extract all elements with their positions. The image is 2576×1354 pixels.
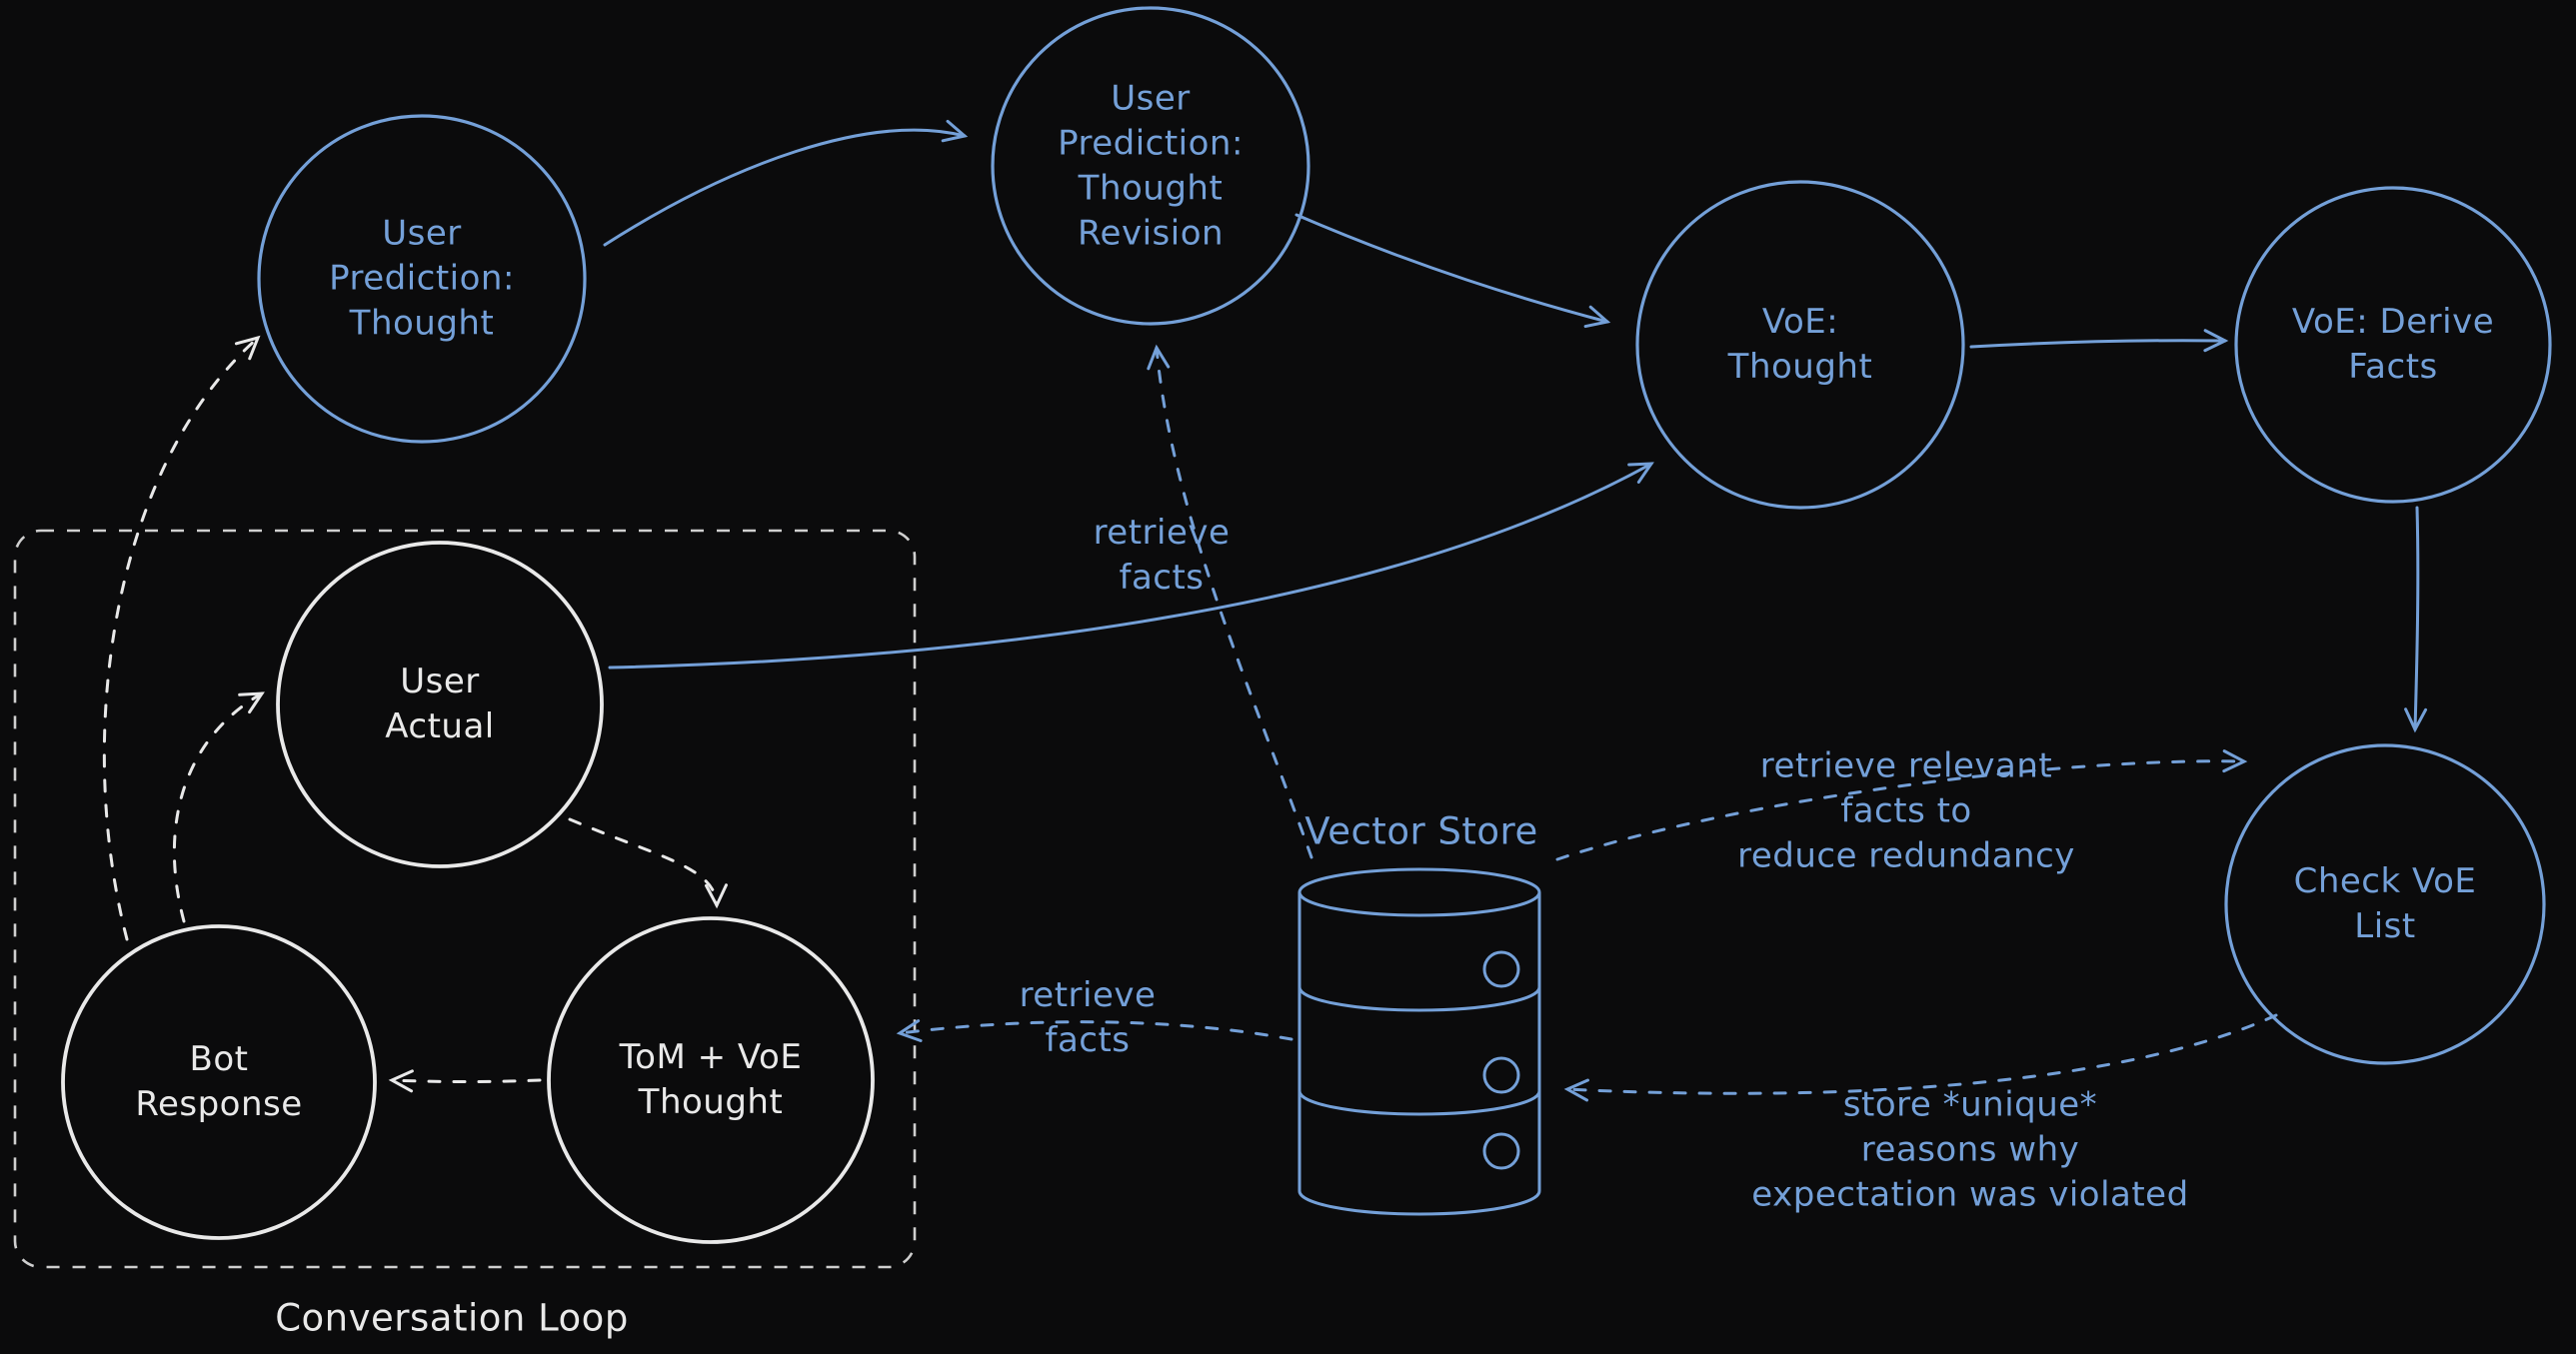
circle-voe-thought [1635,180,1965,510]
label-user-prediction-thought-revision: User Prediction: Thought Revision [1058,76,1244,256]
label-line: retrieve [1093,513,1231,554]
label-line: User [1111,78,1191,119]
arrow-user-actual-to-voe-thought [608,462,1654,670]
circle-user-prediction-thought [257,114,587,444]
circle-tom-voe-thought [547,916,875,1244]
circle-bot-response [61,924,377,1240]
label-line: Bot [189,1039,249,1080]
arrow-bot-response-to-user-actual [172,691,265,923]
label-line: reduce redundancy [1737,835,2075,876]
annotation-retrieve-facts-top: retrieve facts [1094,511,1231,601]
label-line: Thought [638,1082,784,1122]
arrow-vector-store-to-check-voe-list [1555,749,2248,861]
label-line: Actual [385,706,495,746]
label-bot-response: Bot Response [135,1037,302,1127]
label-line: expectation was violated [1751,1174,2189,1215]
annotation-retrieve-facts-left: retrieve facts [1020,973,1157,1063]
label-line: Facts [2348,347,2438,387]
label-line: ToM + VoE [619,1037,803,1078]
label-user-actual: User Actual [385,660,495,749]
label-line: retrieve [1019,975,1157,1016]
arrow-user-actual-to-tom-thought [568,817,728,909]
label-line: Thought [349,303,495,344]
label-line: VoE: Derive [2291,302,2495,343]
label-conversation-loop: Conversation Loop [275,1296,629,1340]
arrow-tom-thought-to-bot-response [388,1069,542,1093]
circle-user-actual [276,541,604,868]
label-line: Thought [1078,168,1224,208]
label-line: Prediction: [329,258,515,299]
label-line: store *unique* [1842,1084,2098,1125]
circle-user-prediction-thought-revision [991,6,1310,326]
arrow-voe-thought-to-derive-facts [1969,329,2229,353]
conversation-loop-box [13,529,917,1269]
label-line: retrieve relevant [1759,745,2053,786]
vector-store-database-icon [1297,867,1541,1216]
label-voe-thought: VoE: Thought [1728,300,1873,390]
label-line: User [400,662,480,702]
label-user-prediction-thought: User Prediction: Thought [329,212,515,347]
label-line: Response [135,1084,303,1124]
label-line: List [2354,906,2416,946]
label-line: Thought [1727,347,1873,387]
label-check-voe-list: Check VoE List [2294,859,2477,949]
label-line: facts [1119,558,1205,598]
label-line: facts [1045,1020,1131,1060]
arrow-derive-facts-to-check-voe-list [2404,506,2428,733]
annotation-retrieve-relevant-facts: retrieve relevant facts to reduce redund… [1737,744,2075,879]
arrow-vector-store-to-tom-thought [896,1019,1293,1042]
annotation-store-unique-reasons: store *unique* reasons why expectation w… [1751,1083,2188,1218]
label-vector-store: Vector Store [1304,809,1538,853]
label-line: reasons why [1860,1129,2080,1170]
label-line: facts to [1840,790,1972,831]
arrow-prediction-to-revision [603,119,969,247]
arrow-bot-response-to-user-prediction [102,335,261,941]
label-line: Check VoE [2293,861,2477,902]
label-line: User [382,213,462,254]
arrow-revision-to-voe-thought [1294,213,1611,329]
label-line: VoE: [1761,302,1839,343]
arrow-check-voe-list-to-vector-store [1563,1013,2278,1102]
label-line: Revision [1077,212,1225,253]
label-voe-derive-facts: VoE: Derive Facts [2292,300,2494,390]
label-line: Prediction: [1058,123,1244,164]
arrow-vector-store-to-revision [1147,344,1313,859]
circle-check-voe-list [2224,743,2546,1065]
circle-voe-derive-facts [2234,186,2552,504]
label-tom-voe-thought: ToM + VoE Thought [620,1035,803,1125]
